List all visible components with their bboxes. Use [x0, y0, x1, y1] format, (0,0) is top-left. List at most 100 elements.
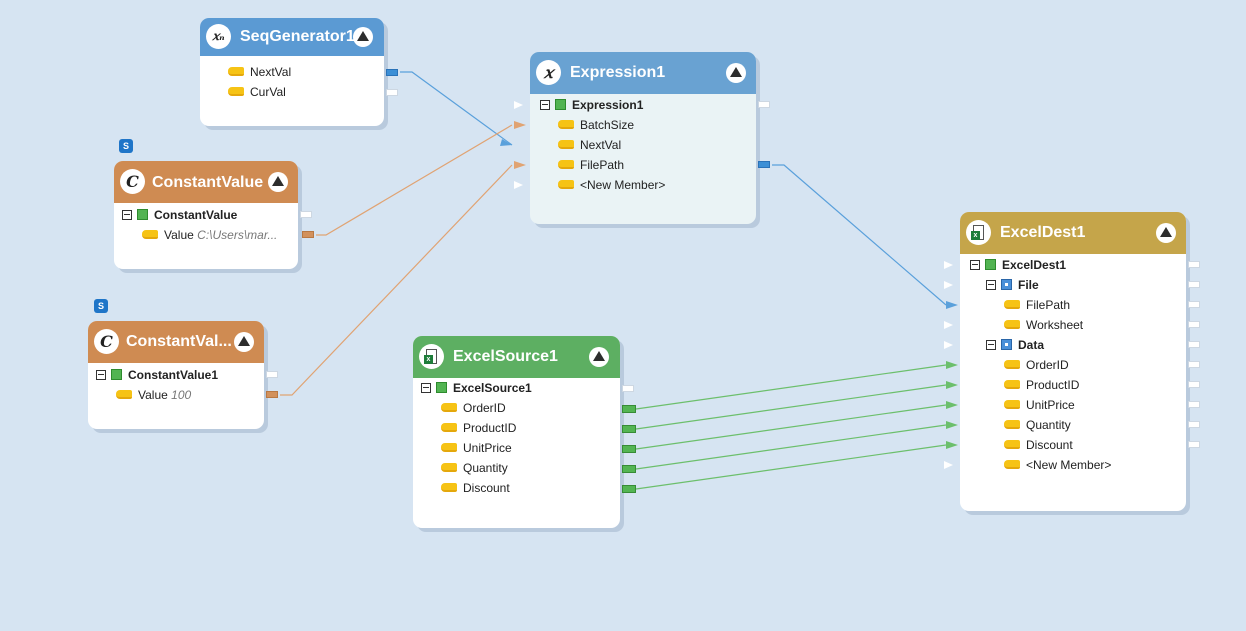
field-row[interactable]: Value C:\Users\mar... — [142, 225, 277, 245]
field-row[interactable]: FilePath — [1004, 295, 1070, 315]
constantvalue1-header[interactable]: C ConstantVal... — [88, 321, 264, 363]
output-port[interactable] — [622, 425, 636, 433]
field-row[interactable]: NextVal — [228, 62, 291, 82]
input-port[interactable] — [514, 101, 523, 109]
constantvalue-node[interactable]: C ConstantValue ConstantValue Value C:\U… — [114, 161, 314, 269]
input-port[interactable] — [944, 341, 953, 349]
collapse-button[interactable] — [234, 332, 254, 352]
record-icon — [985, 259, 996, 271]
field-label: CurVal — [250, 85, 286, 99]
output-port[interactable] — [758, 161, 770, 168]
field-row[interactable]: ProductID — [441, 418, 516, 438]
field-row[interactable]: ProductID — [1004, 375, 1079, 395]
field-row[interactable]: CurVal — [228, 82, 286, 102]
field-row[interactable]: Discount — [1004, 435, 1073, 455]
output-port[interactable] — [1188, 321, 1200, 328]
collapse-button[interactable] — [268, 172, 288, 192]
output-port[interactable] — [622, 465, 636, 473]
tree-group-row[interactable]: File — [986, 275, 1039, 295]
field-value: 100 — [171, 388, 192, 402]
output-port[interactable] — [1188, 361, 1200, 368]
collapse-button[interactable] — [589, 347, 609, 367]
node-title: ExcelSource1 — [453, 348, 558, 365]
collapse-tree-icon[interactable] — [970, 259, 980, 270]
field-row[interactable]: Value 100 — [116, 385, 191, 405]
collapse-button[interactable] — [726, 63, 746, 83]
field-row[interactable]: <New Member> — [1004, 455, 1111, 475]
output-port[interactable] — [386, 89, 398, 96]
output-port[interactable] — [622, 485, 636, 493]
seqgenerator-node[interactable]: 𝑥ₙ SeqGenerator1 NextVal CurVal — [200, 18, 398, 126]
output-port[interactable] — [1188, 261, 1200, 268]
excel-icon: x — [966, 220, 991, 245]
expression-node[interactable]: 𝑥 Expression1 Expression1 BatchSize Next… — [514, 52, 770, 224]
constantvalue-header[interactable]: C ConstantValue — [114, 161, 298, 203]
collapse-tree-icon[interactable] — [421, 382, 431, 393]
field-row[interactable]: <New Member> — [558, 175, 665, 195]
field-row[interactable]: OrderID — [441, 398, 506, 418]
expression-header[interactable]: 𝑥 Expression1 — [530, 52, 756, 94]
status-badge: S — [94, 299, 108, 313]
tree-root-row[interactable]: ExcelSource1 — [421, 378, 532, 398]
input-port[interactable] — [944, 321, 953, 329]
output-port[interactable] — [1188, 341, 1200, 348]
field-label: Quantity — [463, 461, 508, 475]
output-port[interactable] — [622, 405, 636, 413]
collapse-tree-icon[interactable] — [96, 369, 106, 380]
seqgenerator-header[interactable]: 𝑥ₙ SeqGenerator1 — [200, 18, 384, 56]
collapse-button[interactable] — [353, 27, 373, 47]
tree-group-row[interactable]: Data — [986, 335, 1044, 355]
input-port[interactable] — [944, 281, 953, 289]
tree-root-row[interactable]: ExcelDest1 — [970, 255, 1066, 275]
field-icon — [142, 230, 158, 240]
collapse-tree-icon[interactable] — [986, 279, 996, 290]
output-port[interactable] — [1188, 381, 1200, 388]
tree-root-row[interactable]: ConstantValue — [122, 205, 237, 225]
field-row[interactable]: Quantity — [1004, 415, 1071, 435]
output-port[interactable] — [1188, 301, 1200, 308]
field-icon — [1004, 440, 1020, 450]
output-port[interactable] — [300, 211, 312, 218]
excelsource-header[interactable]: x ExcelSource1 — [413, 336, 620, 378]
constantvalue1-node[interactable]: C ConstantVal... ConstantValue1 Value 10… — [88, 321, 278, 429]
tree-root-row[interactable]: Expression1 — [540, 95, 643, 115]
output-port[interactable] — [622, 445, 636, 453]
collapse-tree-icon[interactable] — [986, 339, 996, 350]
field-icon — [558, 120, 574, 130]
field-label: NextVal — [580, 138, 622, 152]
output-port[interactable] — [622, 385, 634, 392]
field-row[interactable]: BatchSize — [558, 115, 634, 135]
field-row[interactable]: Worksheet — [1004, 315, 1083, 335]
field-row[interactable]: UnitPrice — [1004, 395, 1075, 415]
excelsource-node[interactable]: x ExcelSource1 ExcelSource1 OrderID Prod… — [413, 336, 636, 528]
input-port[interactable] — [944, 261, 953, 269]
field-row[interactable]: Discount — [441, 478, 510, 498]
collapse-tree-icon[interactable] — [122, 209, 132, 220]
input-port[interactable] — [944, 461, 953, 469]
record-icon — [436, 382, 447, 394]
output-port[interactable] — [758, 101, 770, 108]
field-row[interactable]: FilePath — [558, 155, 624, 175]
field-label: Quantity — [1026, 418, 1071, 432]
field-icon — [558, 180, 574, 190]
output-port[interactable] — [1188, 421, 1200, 428]
output-port[interactable] — [386, 69, 398, 76]
field-label: Worksheet — [1026, 318, 1084, 332]
output-port[interactable] — [266, 371, 278, 378]
exceldest-header[interactable]: x ExcelDest1 — [960, 212, 1186, 254]
collapse-button[interactable] — [1156, 223, 1176, 243]
output-port[interactable] — [302, 231, 314, 238]
input-port[interactable] — [514, 181, 523, 189]
collapse-tree-icon[interactable] — [540, 99, 550, 110]
output-port[interactable] — [1188, 401, 1200, 408]
output-port[interactable] — [1188, 441, 1200, 448]
output-port[interactable] — [1188, 281, 1200, 288]
field-row[interactable]: OrderID — [1004, 355, 1069, 375]
exceldest-node[interactable]: x ExcelDest1 ExcelDest1 File FilePath Wo… — [944, 212, 1200, 511]
output-port[interactable] — [266, 391, 278, 398]
field-row[interactable]: NextVal — [558, 135, 621, 155]
tree-root-row[interactable]: ConstantValue1 — [96, 365, 218, 385]
field-row[interactable]: UnitPrice — [441, 438, 512, 458]
field-label: OrderID — [463, 401, 506, 415]
field-row[interactable]: Quantity — [441, 458, 508, 478]
